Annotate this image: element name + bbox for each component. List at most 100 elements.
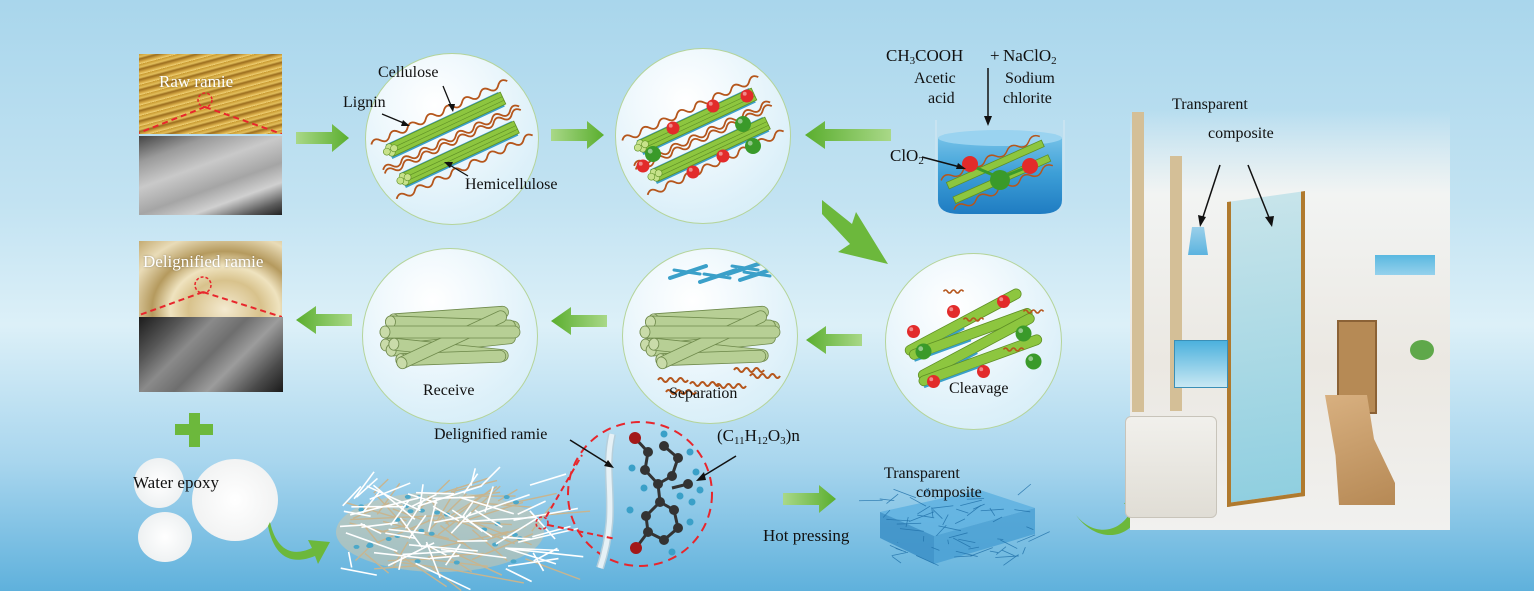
ramie-fiber bbox=[451, 509, 493, 538]
oxygen-atom-highlight bbox=[638, 161, 643, 166]
slab-fiber bbox=[936, 524, 947, 537]
slab-fiber bbox=[858, 499, 883, 502]
chlorine-atom-highlight bbox=[737, 118, 743, 124]
rod-end bbox=[396, 176, 405, 185]
plus-icon bbox=[175, 413, 213, 447]
oxygen-atom-highlight bbox=[668, 123, 673, 128]
slab-fiber bbox=[952, 537, 971, 548]
slab-fiber bbox=[942, 514, 949, 526]
rod-end bbox=[383, 147, 391, 156]
slab-side bbox=[880, 512, 934, 564]
slab-fiber bbox=[886, 518, 911, 522]
epoxy-droplet bbox=[358, 507, 365, 512]
zoom-connector bbox=[535, 454, 617, 540]
oxygen-atom-highlight bbox=[999, 297, 1004, 302]
ramie-fiber bbox=[506, 547, 557, 565]
oxygen-atom bbox=[740, 89, 754, 103]
cellulose-rod bbox=[904, 288, 1022, 356]
rod-end bbox=[634, 143, 642, 152]
ramie-fiber bbox=[398, 556, 403, 571]
cleavage-circle: Cleavage bbox=[885, 253, 1062, 430]
chlorite-label: chlorite bbox=[1003, 90, 1052, 107]
raw-ramie-photo: Raw ramie bbox=[139, 54, 282, 134]
lignin-fragment bbox=[733, 367, 765, 373]
slab-fiber bbox=[966, 498, 985, 500]
hot-pressing-label: Hot pressing bbox=[763, 526, 850, 545]
slab-fiber bbox=[970, 547, 993, 557]
ramie-fiber bbox=[465, 493, 530, 518]
oxygen-atom bbox=[706, 99, 720, 113]
slab-fiber bbox=[955, 550, 978, 557]
epoxy-droplet bbox=[453, 560, 460, 565]
salt-formula: NaClO2 bbox=[1003, 47, 1057, 67]
composite-slab bbox=[858, 483, 1050, 566]
slab-fiber bbox=[886, 493, 899, 504]
slab-fiber bbox=[893, 488, 917, 499]
pointer-arrow-icon bbox=[569, 439, 614, 468]
microfibril bbox=[621, 75, 771, 167]
ramie-fiber bbox=[407, 493, 438, 504]
slab-fiber bbox=[980, 508, 1004, 512]
cellulose-fiber bbox=[379, 325, 521, 339]
cellulose-rod bbox=[639, 325, 781, 339]
raw-ramie-sem bbox=[139, 136, 282, 215]
chlorine-atom-highlight bbox=[747, 140, 753, 146]
chlorine-atom bbox=[1025, 353, 1042, 370]
oxygen-atom bbox=[997, 295, 1010, 308]
slab-fiber bbox=[938, 525, 962, 532]
ramie-fiber bbox=[507, 557, 559, 567]
application-label-1: Transparent bbox=[1172, 96, 1248, 113]
ramie-fiber bbox=[509, 548, 584, 558]
oxygen-atom bbox=[666, 121, 680, 135]
lignin-fragment bbox=[657, 377, 689, 383]
formula-part: (C bbox=[717, 426, 734, 445]
composite-label-2: composite bbox=[916, 484, 982, 501]
hemicellulose-fragment bbox=[702, 272, 732, 280]
slab-front bbox=[934, 508, 1035, 564]
oxygen-atom-highlight bbox=[688, 167, 693, 172]
rod-end bbox=[641, 140, 649, 149]
slab-fiber bbox=[989, 550, 999, 553]
slab-fiber bbox=[917, 514, 935, 519]
delignified-ramie-sem bbox=[139, 317, 283, 392]
chlorine-atom bbox=[1015, 325, 1032, 342]
cellulose-fiber bbox=[639, 325, 781, 339]
slab-fiber bbox=[896, 522, 922, 525]
oxidation-circle bbox=[615, 48, 791, 224]
raw-ramie-label: Raw ramie bbox=[159, 72, 234, 91]
oxygen-atom-highlight bbox=[949, 307, 954, 312]
ramie-fiber bbox=[390, 500, 410, 526]
wall-panel bbox=[1132, 112, 1144, 412]
slab-fiber bbox=[932, 509, 943, 519]
receive-label: Receive bbox=[423, 382, 475, 399]
ramie-fiber bbox=[425, 541, 441, 579]
arrow-right-icon bbox=[551, 121, 604, 149]
lignin-fragment bbox=[749, 373, 781, 379]
rod-end bbox=[647, 172, 656, 181]
formula-part: COOH bbox=[915, 46, 964, 65]
chlorine-atom bbox=[645, 146, 661, 162]
down-arrow-icon bbox=[984, 68, 992, 126]
delignified-ramie-pointer-label: Delignified ramie bbox=[434, 426, 548, 443]
epoxy-dish-small-top bbox=[134, 458, 184, 508]
pointer-arrows bbox=[1198, 164, 1274, 227]
ramie-fiber bbox=[433, 515, 465, 524]
slab-fiber bbox=[1028, 531, 1050, 542]
ramie-fiber bbox=[342, 485, 362, 507]
slab-fiber bbox=[1000, 539, 1018, 549]
ramie-fiber bbox=[355, 477, 378, 498]
oxygen-atom bbox=[686, 165, 700, 179]
rod-end bbox=[396, 356, 408, 370]
ramie-fiber bbox=[360, 522, 382, 535]
ramie-fiber bbox=[416, 491, 455, 495]
separation-label: Separation bbox=[669, 385, 738, 402]
ramie-fiber bbox=[474, 509, 503, 528]
fiber-bundle bbox=[639, 260, 781, 395]
slab-fiber bbox=[947, 539, 949, 545]
lignin-chain bbox=[382, 104, 520, 171]
ramie-fiber bbox=[532, 525, 571, 538]
chlorine-atom-highlight bbox=[1018, 328, 1024, 334]
delignified-ramie-label: Delignified ramie bbox=[143, 252, 264, 271]
arrow-left-icon bbox=[551, 307, 607, 335]
slab-fiber bbox=[931, 507, 934, 518]
